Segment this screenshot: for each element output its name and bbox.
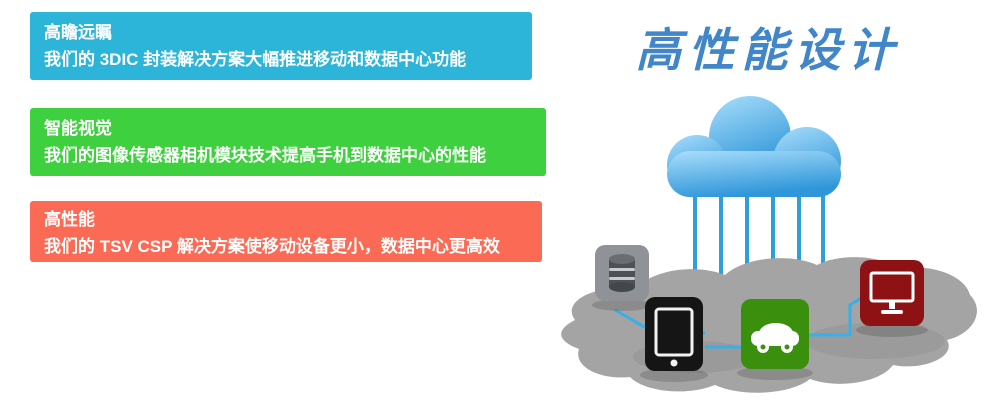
headline-title: 高性能设计 [635,23,901,77]
cloud-network-illustration [561,96,977,393]
car-icon [737,299,813,380]
banner-description: 我们的图像传感器相机模块技术提高手机到数据中心的性能 [44,146,486,166]
banner-description: 我们的 3DIC 封装解决方案大幅推进移动和数据中心功能 [44,50,467,70]
banner-high-performance: 高性能 我们的 TSV CSP 解决方案使移动设备更小，数据中心更高效 [30,201,542,262]
tablet-icon [640,297,708,382]
database-icon [592,245,652,311]
banner-title: 高瞻远瞩 [44,23,112,42]
banner-title: 高性能 [44,210,95,229]
banner-smart-vision: 智能视觉 我们的图像传感器相机模块技术提高手机到数据中心的性能 [30,108,546,176]
banner-description: 我们的 TSV CSP 解决方案使移动设备更小，数据中心更高效 [44,237,500,257]
banner-title: 智能视觉 [44,119,112,138]
island-shade [805,323,945,359]
banner-vision: 高瞻远瞩 我们的 3DIC 封装解决方案大幅推进移动和数据中心功能 [30,12,532,80]
monitor-icon [856,260,928,337]
cloud-icon [667,96,841,197]
